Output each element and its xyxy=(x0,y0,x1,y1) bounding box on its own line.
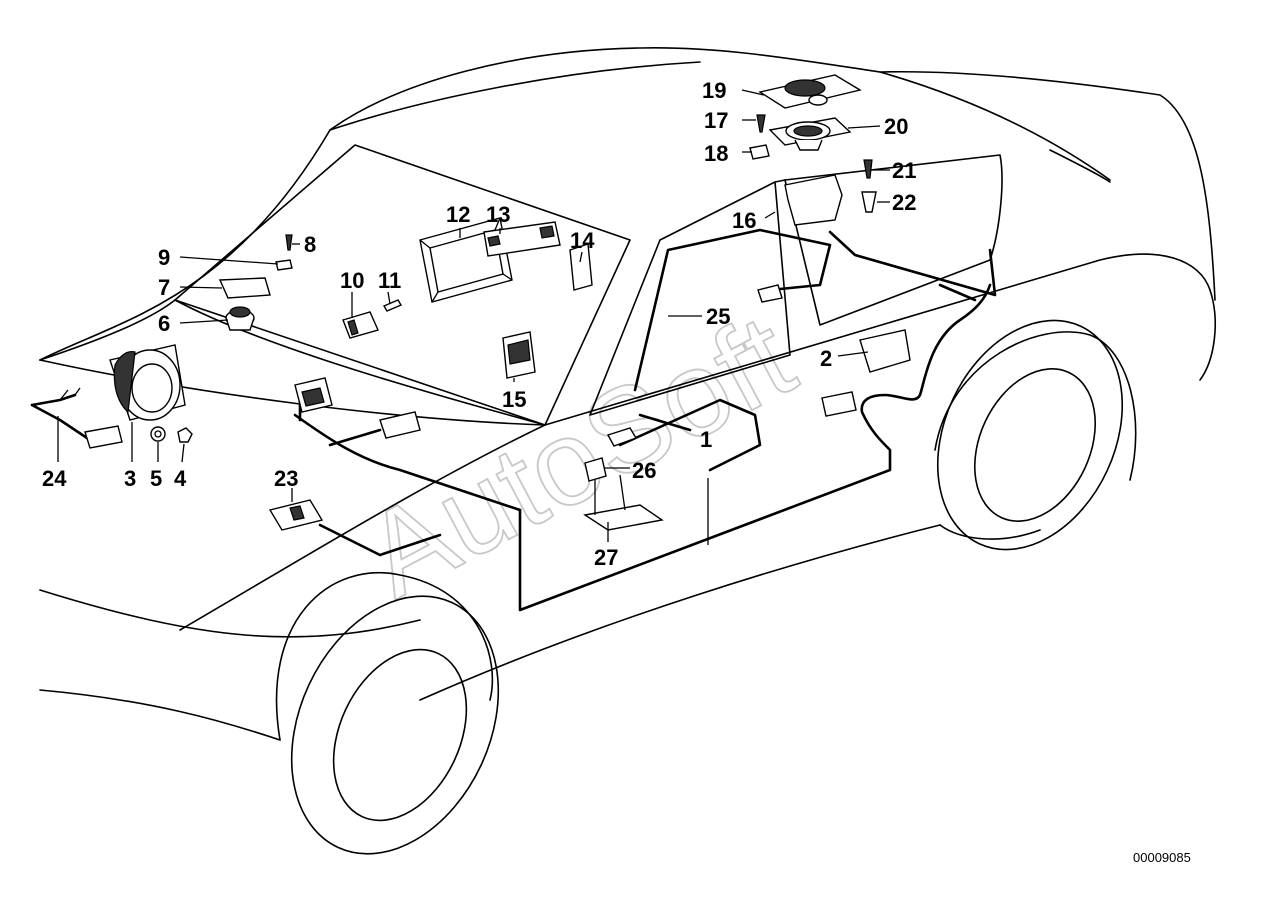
callout-27: 27 xyxy=(594,545,618,570)
callout-labels: 1 2 3 4 5 6 7 8 9 10 11 12 13 14 15 16 1… xyxy=(42,78,916,570)
callout-15: 15 xyxy=(502,387,526,412)
callout-12: 12 xyxy=(446,202,470,227)
clip xyxy=(275,259,293,271)
relay xyxy=(584,457,607,482)
callout-10: 10 xyxy=(340,268,364,293)
callout-2: 2 xyxy=(820,346,832,371)
rear-speaker xyxy=(768,117,852,151)
tweeter xyxy=(225,306,255,331)
washer xyxy=(150,426,166,442)
pin xyxy=(382,299,403,312)
callout-4: 4 xyxy=(174,466,187,491)
callout-6: 6 xyxy=(158,311,170,336)
callout-26: 26 xyxy=(632,458,656,483)
connector-block xyxy=(379,411,421,439)
screw xyxy=(285,234,293,251)
callout-20: 20 xyxy=(884,114,908,139)
screw-17 xyxy=(756,114,766,133)
expansion-nut xyxy=(861,191,877,213)
screw-21 xyxy=(863,159,873,179)
leader-lines xyxy=(57,89,890,545)
callout-1: 1 xyxy=(700,427,712,452)
callout-7: 7 xyxy=(158,275,170,300)
callout-24: 24 xyxy=(42,466,67,491)
callout-9: 9 xyxy=(158,245,170,270)
front-speaker xyxy=(109,344,186,421)
clip-18 xyxy=(749,144,770,160)
reference-number: 00009085 xyxy=(1133,850,1191,865)
callout-5: 5 xyxy=(150,466,162,491)
callout-16: 16 xyxy=(732,208,756,233)
speaker-grille xyxy=(758,74,862,109)
retaining-clip xyxy=(569,243,593,291)
antenna-coupler xyxy=(757,284,783,303)
car-body-outline xyxy=(39,47,1216,855)
callout-17: 17 xyxy=(704,108,728,133)
relay-bracket xyxy=(583,504,664,531)
parts xyxy=(84,74,911,531)
callout-13: 13 xyxy=(486,202,510,227)
callout-3: 3 xyxy=(124,466,136,491)
speaker-housing xyxy=(784,174,843,226)
callout-25: 25 xyxy=(706,304,730,329)
callout-11: 11 xyxy=(378,268,401,293)
antenna-plug xyxy=(606,427,638,447)
callout-8: 8 xyxy=(304,232,316,257)
callout-23: 23 xyxy=(274,466,298,491)
amplifier-bracket xyxy=(859,329,911,373)
watermark: AutoSoft xyxy=(344,289,813,623)
callout-14: 14 xyxy=(570,228,595,253)
harness-clip xyxy=(821,391,857,417)
callout-18: 18 xyxy=(704,141,728,166)
callout-22: 22 xyxy=(892,190,916,215)
callout-21: 21 xyxy=(892,158,916,183)
wiring-harness xyxy=(30,228,997,612)
speaker-connector xyxy=(84,425,123,449)
bracket xyxy=(342,311,379,339)
cover-panel xyxy=(218,277,271,299)
nut xyxy=(177,427,193,443)
callout-19: 19 xyxy=(702,78,726,103)
